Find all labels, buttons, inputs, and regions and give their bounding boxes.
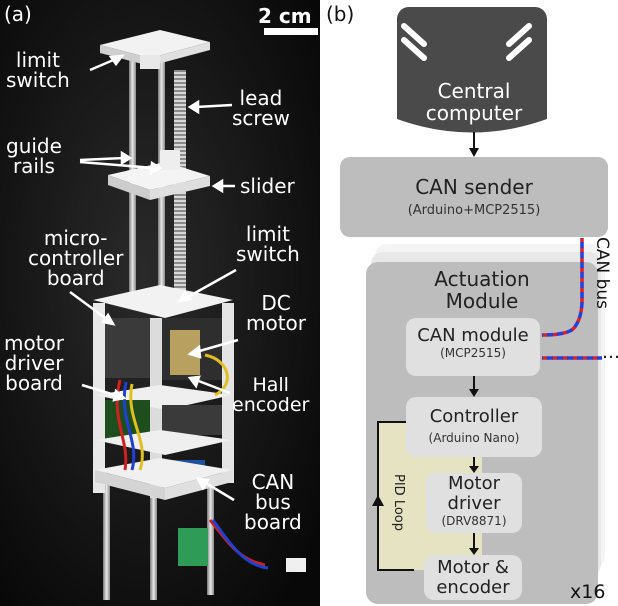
inner-flow-arrows bbox=[469, 376, 479, 555]
can-module-shape bbox=[406, 318, 540, 376]
label-dc-motor: DC motor bbox=[246, 291, 307, 335]
can-module-subtitle: (MCP2515) bbox=[440, 346, 506, 360]
central-computer-label: Central computer bbox=[425, 79, 523, 125]
panel-b-tag: (b) bbox=[326, 2, 355, 26]
connector-plug bbox=[286, 558, 306, 572]
arrow-head-sender bbox=[469, 148, 479, 157]
actuation-module-title: Actuation Module bbox=[370, 268, 594, 312]
motor-encoder-shape bbox=[424, 555, 522, 600]
can-module: CAN module (MCP2515) bbox=[406, 325, 540, 361]
panel-a-tag: (a) bbox=[4, 2, 32, 26]
motor-driver-title: Motor driver bbox=[447, 473, 501, 514]
can-module-title: CAN module bbox=[417, 325, 529, 346]
label-guide-rails: guide rails bbox=[6, 134, 62, 178]
motor-driver: Motor driver (DRV8871) bbox=[426, 473, 522, 529]
support-legs bbox=[103, 480, 214, 600]
actuation-module-label: Actuation Module bbox=[434, 267, 530, 313]
frame-body bbox=[93, 285, 234, 500]
motor-encoder-title: Motor & encoder bbox=[436, 557, 510, 598]
pid-loop-arrow-icon bbox=[372, 495, 384, 506]
slider-plate bbox=[108, 150, 210, 200]
multiplier-label: x16 bbox=[570, 581, 606, 603]
top-plate bbox=[100, 30, 210, 69]
label-slider: slider bbox=[240, 174, 295, 198]
wires bbox=[115, 353, 269, 570]
scale-bar-label: 2 cm bbox=[258, 4, 312, 28]
controller-shape bbox=[406, 397, 542, 457]
central-computer-shape bbox=[396, 7, 547, 133]
can-bus-label: CAN bus bbox=[592, 237, 612, 310]
can-sender-title: CAN sender bbox=[415, 175, 533, 199]
pid-loop-label: PID Loop bbox=[391, 473, 406, 531]
diagram-panel: (b) Central computer CAN sender (Arduino… bbox=[320, 0, 618, 606]
callout-arrows bbox=[69, 54, 239, 502]
can-sender-shape bbox=[340, 157, 608, 237]
label-lead-screw: lead screw bbox=[232, 86, 290, 130]
can-sender: CAN sender (Arduino+MCP2515) bbox=[340, 176, 608, 218]
actuator-photo bbox=[0, 0, 320, 606]
central-computer: Central computer bbox=[404, 80, 544, 124]
label-hall-encoder: Hall encoder bbox=[232, 374, 310, 416]
window-decoration-icon bbox=[401, 23, 532, 61]
controller: Controller (Arduino Nano) bbox=[406, 406, 542, 446]
controller-title: Controller bbox=[429, 406, 519, 427]
ellipsis-label: … bbox=[602, 344, 618, 362]
can-bus-cable bbox=[541, 238, 602, 360]
label-micro-controller: micro- controller board bbox=[28, 226, 124, 290]
controller-subtitle: (Arduino Nano) bbox=[428, 431, 520, 445]
label-limit-switch-top: limit switch bbox=[6, 48, 70, 92]
label-limit-switch-mid: limit switch bbox=[236, 222, 300, 266]
diagram-graphics bbox=[340, 7, 608, 604]
terminal-block bbox=[178, 528, 208, 566]
motor-driver-shape bbox=[426, 473, 522, 533]
motor-driver-subtitle: (DRV8871) bbox=[441, 514, 507, 528]
can-sender-subtitle: (Arduino+MCP2515) bbox=[407, 203, 541, 218]
motor-encoder: Motor & encoder bbox=[424, 558, 522, 598]
label-motor-driver: motor driver board bbox=[4, 331, 65, 395]
label-can-bus-board: CAN bus board bbox=[244, 470, 302, 534]
photo-panel: (a) 2 cm limit switch lead screw guide r… bbox=[0, 0, 320, 606]
scale-bar bbox=[264, 28, 318, 35]
